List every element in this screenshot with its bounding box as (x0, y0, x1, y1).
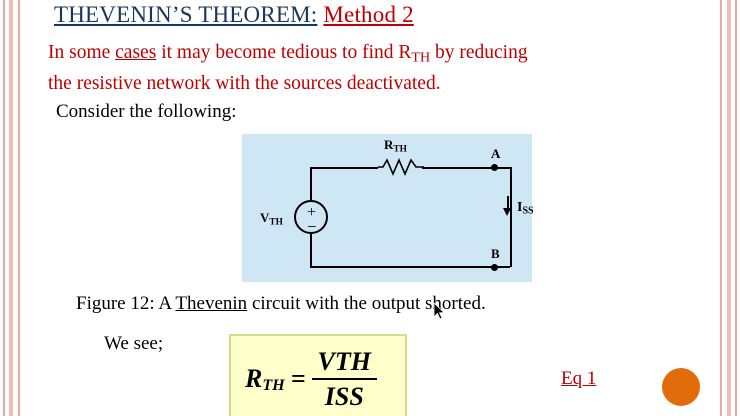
border-stripe (18, 0, 20, 416)
wire-right (510, 167, 512, 267)
equation-lhs: RTH (245, 364, 285, 395)
source-label-sub: TH (269, 217, 283, 228)
slide-content: THEVENIN’S THEOREM:Method 2 In some case… (26, 0, 714, 416)
equation-numerator-sub: TH (334, 347, 371, 376)
circuit-figure: RTH A B + − VTH ISS (242, 134, 534, 282)
caption-text-c: circuit with the output shorted. (247, 293, 486, 314)
we-see-text: We see; (104, 333, 164, 354)
source-minus-sign: − (307, 217, 317, 236)
equation-denominator: ISS (312, 383, 377, 410)
border-stripe (9, 0, 13, 416)
page-border-right (714, 0, 740, 416)
equation-denominator-sub: SS (334, 382, 364, 412)
equation-lhs-sub: TH (262, 376, 285, 394)
equation-box: RTH = VTH ISS (229, 334, 407, 416)
resistor-label: RTH (384, 137, 407, 154)
intro-paragraph: In some cases it may become tedious to f… (48, 40, 648, 96)
wire-left-lower (310, 234, 312, 267)
paragraph-subscript: TH (411, 49, 431, 66)
paragraph-text-c: it may become tedious to find R (156, 42, 412, 63)
wire-left-upper (310, 167, 312, 200)
page-title: THEVENIN’S THEOREM:Method 2 (54, 2, 414, 28)
current-label-sub: SS (522, 205, 534, 217)
node-b-label: B (491, 246, 500, 261)
paragraph-line2: the resistive network with the sources d… (48, 72, 441, 94)
border-stripe (3, 0, 5, 416)
paragraph-text-a: In some (48, 42, 116, 63)
source-plus-sign: + (307, 204, 317, 221)
equation-lhs-symbol: R (245, 363, 263, 393)
resistor-symbol (378, 157, 424, 177)
current-label: ISS (517, 200, 534, 217)
equation-equals: = (290, 364, 306, 394)
wire-top-left (310, 167, 378, 169)
current-arrow-stem (507, 196, 509, 210)
node-a-dot (491, 164, 498, 171)
equation-numerator-symbol: V (317, 347, 335, 376)
current-label-i: I (517, 200, 523, 215)
wire-top-right (422, 167, 510, 169)
equation-fraction: VTH ISS (311, 348, 377, 411)
resistor-label-sub: TH (393, 144, 407, 155)
equation-numerator: VTH (312, 348, 377, 375)
border-stripe (735, 0, 737, 416)
orange-bullet-shape (662, 368, 700, 406)
equation-content: RTH = VTH ISS (245, 348, 377, 411)
equation-fraction-bar (311, 378, 377, 381)
border-stripe (720, 0, 722, 416)
caption-text-underlined: Thevenin (175, 293, 248, 314)
node-a-label: A (491, 146, 501, 161)
current-arrow-head (503, 208, 511, 216)
paragraph-text-underlined: cases (115, 42, 157, 63)
wire-bottom (310, 266, 510, 268)
title-sub-text: Method 2 (323, 2, 414, 27)
equation-number-label: Eq 1 (561, 368, 597, 389)
paragraph-text-d: by reducing (430, 42, 528, 63)
page-border-left (0, 0, 26, 416)
consider-text: Consider the following: (56, 101, 237, 122)
border-stripe (727, 0, 731, 416)
caption-text-a: Figure 12: A (76, 293, 176, 314)
equation-denominator-symbol: I (324, 382, 335, 412)
source-label-v: V (260, 210, 270, 225)
title-main-text: THEVENIN’S THEOREM: (54, 2, 318, 27)
resistor-label-r: R (384, 137, 394, 152)
source-label: VTH (260, 210, 283, 227)
voltage-source-symbol (294, 200, 328, 234)
figure-caption: Figure 12: A Thevenin circuit with the o… (76, 293, 486, 315)
